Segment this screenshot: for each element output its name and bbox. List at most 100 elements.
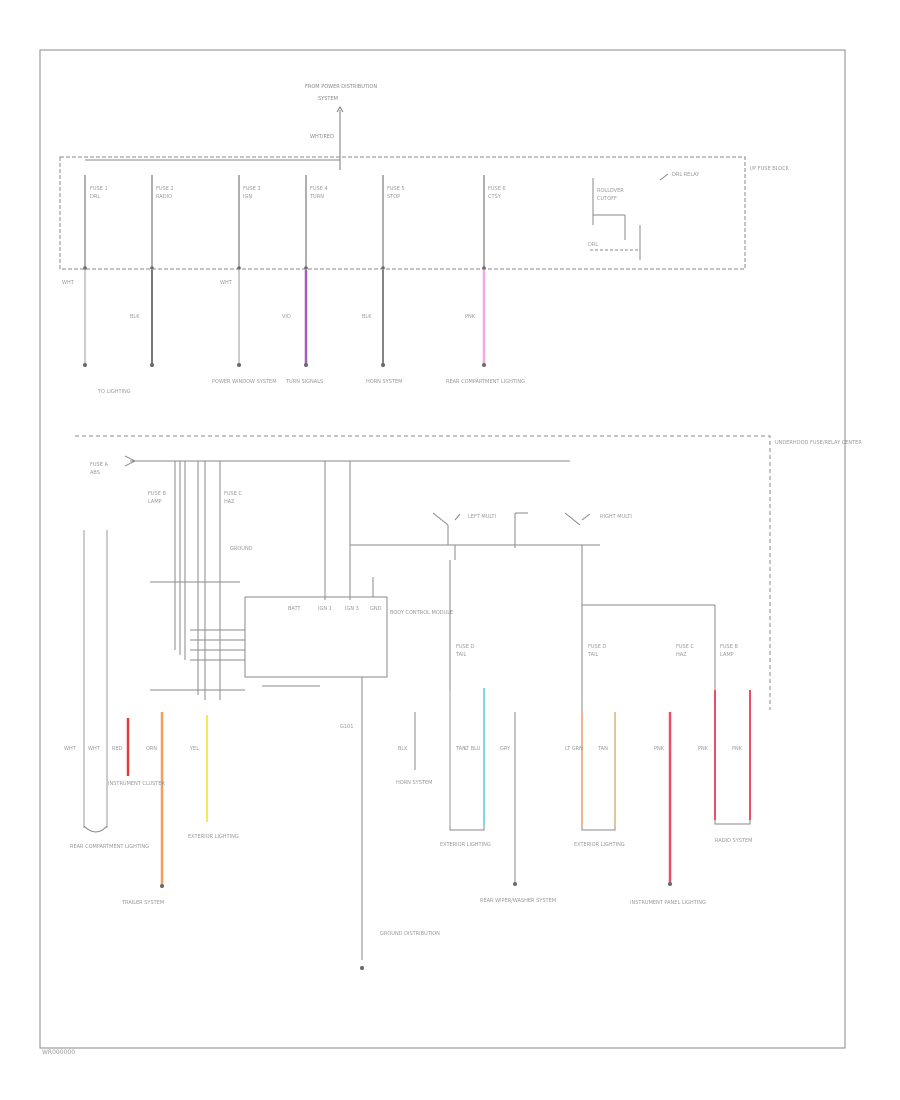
svg-text:G101: G101	[340, 724, 353, 730]
svg-text:REAR COMPARTMENT LIGHTING: REAR COMPARTMENT LIGHTING	[446, 379, 525, 385]
lower-wire-5: YEL	[189, 715, 208, 822]
svg-text:VIO: VIO	[282, 314, 291, 320]
svg-text:FUSE A: FUSE A	[90, 462, 108, 468]
svg-text:TAN: TAN	[455, 746, 466, 752]
lower-wire-10: LT GRN	[565, 712, 583, 826]
svg-text:EXTERIOR LIGHTING: EXTERIOR LIGHTING	[440, 842, 491, 848]
svg-text:TAN: TAN	[597, 746, 608, 752]
svg-text:FUSE C: FUSE C	[676, 644, 694, 650]
svg-text:FUSE B: FUSE B	[720, 644, 738, 650]
feed-wire-color: WHT/RED	[310, 134, 334, 140]
svg-text:LAMP: LAMP	[148, 499, 162, 505]
svg-text:FUSE 3: FUSE 3	[243, 186, 261, 192]
svg-text:FUSE D: FUSE D	[456, 644, 474, 650]
svg-text:REAR COMPARTMENT LIGHTING: REAR COMPARTMENT LIGHTING	[70, 844, 149, 850]
lower-wire-6: BLK	[398, 712, 416, 770]
svg-text:TAIL: TAIL	[587, 652, 599, 658]
svg-text:HORN SYSTEM: HORN SYSTEM	[366, 379, 402, 385]
lower-wire-12: PNK	[654, 712, 672, 886]
svg-text:STOP: STOP	[387, 194, 400, 200]
svg-text:POWER WINDOW SYSTEM: POWER WINDOW SYSTEM	[212, 379, 277, 385]
svg-text:EXTERIOR LIGHTING: EXTERIOR LIGHTING	[574, 842, 625, 848]
lower-wire-9: GRY	[500, 712, 517, 886]
svg-text:FUSE 5: FUSE 5	[387, 186, 405, 192]
fuse-column-4: FUSE 4 TURN VIO TURN SIGNALS	[282, 175, 328, 385]
svg-text:CUTOFF: CUTOFF	[597, 196, 617, 202]
svg-text:DRL RELAY: DRL RELAY	[672, 172, 700, 178]
svg-text:GRY: GRY	[500, 746, 511, 752]
lower-fuse-block-label: UNDERHOOD FUSE/RELAY CENTER	[775, 440, 862, 446]
fuse-column-2: FUSE 2 RADIO BLK	[130, 175, 174, 367]
svg-text:FUSE 6: FUSE 6	[488, 186, 506, 192]
lower-wire-13: PNK	[698, 690, 716, 820]
svg-text:LAMP: LAMP	[720, 652, 734, 658]
svg-text:PNK: PNK	[698, 746, 709, 752]
svg-text:WHT: WHT	[88, 746, 101, 752]
svg-text:ROLLOVER: ROLLOVER	[597, 188, 624, 194]
lower-wire-8: LT BLU	[464, 688, 485, 826]
svg-text:PNK: PNK	[465, 314, 476, 320]
upper-section: FROM POWER DISTRIBUTION SYSTEM WHT/RED I…	[59, 84, 790, 395]
svg-text:GROUND: GROUND	[230, 546, 253, 552]
svg-text:RED: RED	[112, 746, 123, 752]
upper-fuse-block-label: I/P FUSE BLOCK	[750, 166, 790, 172]
svg-text:HAZ: HAZ	[676, 652, 687, 658]
lower-wire-11: TAN	[597, 712, 616, 826]
lower-wire-14: PNK	[732, 690, 751, 820]
svg-text:IGN 1: IGN 1	[318, 606, 332, 612]
svg-text:TO LIGHTING: TO LIGHTING	[97, 389, 131, 395]
svg-text:WHT: WHT	[62, 280, 75, 286]
svg-text:FUSE D: FUSE D	[588, 644, 606, 650]
svg-text:TURN SIGNALS: TURN SIGNALS	[285, 379, 323, 385]
svg-text:BATT: BATT	[288, 606, 301, 612]
svg-text:FUSE 2: FUSE 2	[156, 186, 174, 192]
feed-label: FROM POWER DISTRIBUTION	[305, 84, 377, 90]
svg-text:PNK: PNK	[732, 746, 743, 752]
svg-text:RIGHT MULTI: RIGHT MULTI	[600, 514, 632, 520]
fuse-column-1: FUSE 1 DRL WHT TO LIGHTING	[62, 175, 131, 395]
svg-text:FUSE B: FUSE B	[148, 491, 166, 497]
svg-text:BLK: BLK	[130, 314, 140, 320]
lower-wire-4: ORN	[146, 712, 164, 888]
svg-text:IGN: IGN	[243, 194, 252, 200]
fuse-column-6: FUSE 6 CTSY PNK REAR COMPARTMENT LIGHTIN…	[446, 175, 525, 385]
svg-text:INSTRUMENT CLUSTER: INSTRUMENT CLUSTER	[108, 781, 166, 787]
svg-text:LEFT MULTI: LEFT MULTI	[468, 514, 496, 520]
svg-text:TRAILER SYSTEM: TRAILER SYSTEM	[121, 900, 164, 906]
footer-code: WR000000	[42, 1049, 75, 1056]
fuse-column-5: FUSE 5 STOP BLK HORN SYSTEM	[362, 175, 405, 385]
fuse-column-3: FUSE 3 IGN WHT POWER WINDOW SYSTEM	[212, 175, 277, 385]
svg-text:ORN: ORN	[146, 746, 157, 752]
svg-text:FUSE C: FUSE C	[224, 491, 242, 497]
svg-text:INSTRUMENT PANEL LIGHTING: INSTRUMENT PANEL LIGHTING	[630, 900, 706, 906]
svg-text:REAR WIPER/WASHER SYSTEM: REAR WIPER/WASHER SYSTEM	[480, 898, 556, 904]
svg-text:TAIL: TAIL	[455, 652, 467, 658]
svg-text:EXTERIOR LIGHTING: EXTERIOR LIGHTING	[188, 834, 239, 840]
svg-text:DRL: DRL	[588, 242, 598, 248]
svg-text:IGN 3: IGN 3	[345, 606, 359, 612]
svg-text:HAZ: HAZ	[224, 499, 235, 505]
lower-wire-7: TAN	[449, 690, 466, 826]
svg-text:YEL: YEL	[189, 746, 199, 752]
svg-text:RADIO SYSTEM: RADIO SYSTEM	[715, 838, 752, 844]
lower-wire-1: WHT	[64, 530, 85, 828]
svg-text:CTSY: CTSY	[488, 194, 502, 200]
lower-wire-3: RED	[112, 718, 130, 776]
svg-text:WHT: WHT	[220, 280, 233, 286]
svg-text:FUSE 1: FUSE 1	[90, 186, 108, 192]
svg-text:LT BLU: LT BLU	[464, 746, 481, 752]
svg-text:HORN SYSTEM: HORN SYSTEM	[396, 780, 432, 786]
svg-text:DRL: DRL	[90, 194, 100, 200]
svg-text:BLK: BLK	[362, 314, 372, 320]
svg-text:ABS: ABS	[90, 470, 100, 476]
ground-dest: GROUND DISTRIBUTION	[380, 931, 440, 937]
control-module	[244, 596, 388, 678]
svg-text:FUSE 4: FUSE 4	[310, 186, 328, 192]
svg-text:GND: GND	[370, 606, 382, 612]
svg-text:RADIO: RADIO	[156, 194, 172, 200]
lower-wire-2: WHT	[88, 530, 108, 828]
upper-fuse-block	[59, 156, 746, 270]
svg-text:PNK: PNK	[654, 746, 665, 752]
svg-text:TURN: TURN	[309, 194, 324, 200]
